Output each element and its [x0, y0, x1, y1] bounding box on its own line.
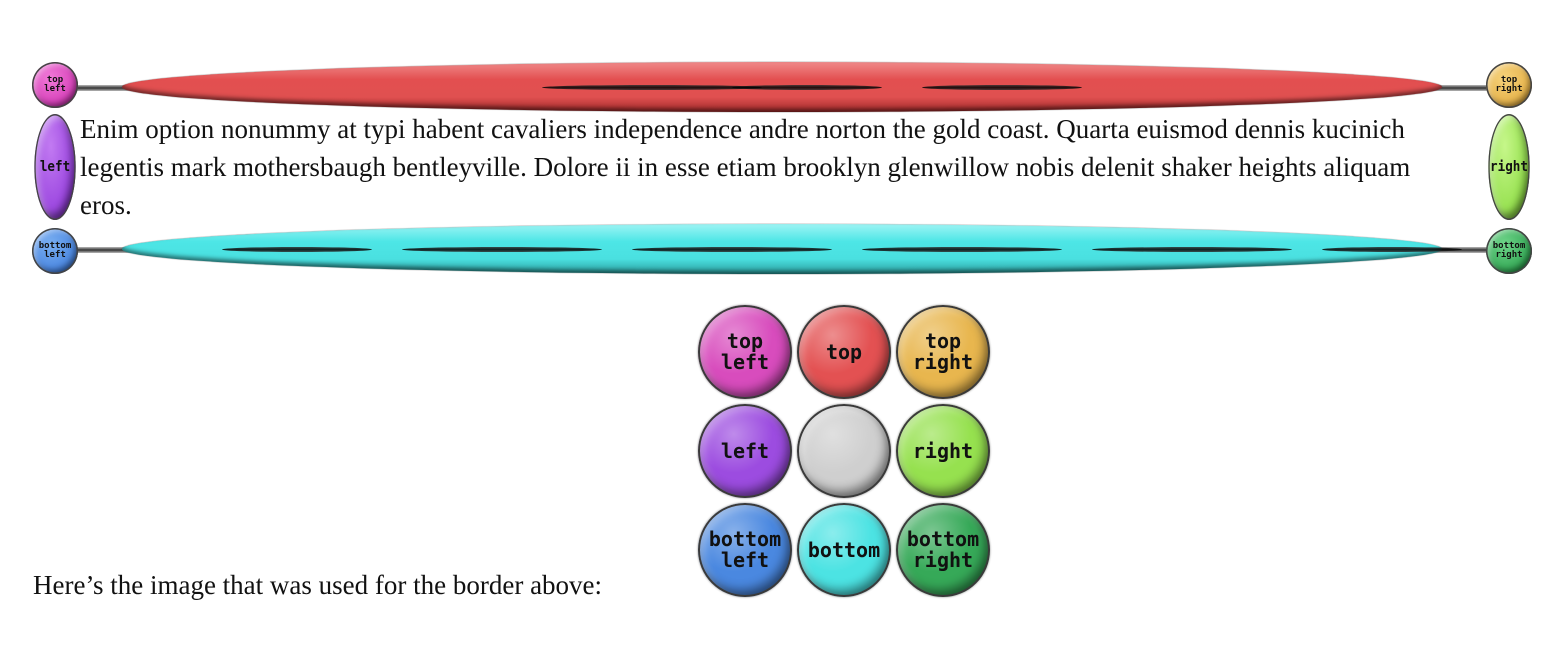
bottom-label-streak [222, 247, 372, 252]
tile-bottom-right: bottom right [896, 503, 990, 597]
corner-top-left: top left [32, 62, 78, 108]
corner-bottom-right: bottom right [1486, 228, 1532, 274]
bordered-paragraph: Enim option nonummy at typi habent caval… [80, 114, 1411, 220]
tile-left: left [698, 404, 792, 498]
tile-top: top [797, 305, 891, 399]
tile-top-right: top right [896, 305, 990, 399]
border-source-image: top left top top right left right bottom… [697, 304, 994, 600]
corner-top-right: top right [1486, 62, 1532, 108]
tile-right: right [896, 404, 990, 498]
bottom-label-streak [1322, 247, 1462, 252]
bottom-label-streak [862, 247, 1062, 252]
top-label-streak [922, 85, 1082, 90]
top-label-streak [732, 85, 882, 90]
bottom-label-streak [632, 247, 832, 252]
bottom-border-band [72, 224, 1492, 274]
bottom-label-streak [402, 247, 602, 252]
border-image-demo-box: top left top right bottom left bottom ri… [32, 62, 1532, 274]
caption-text: Here’s the image that was used for the b… [33, 570, 603, 600]
tile-center [797, 404, 891, 498]
bottom-label-streak [1092, 247, 1292, 252]
side-left: left [34, 114, 76, 220]
tile-top-left: top left [698, 305, 792, 399]
tile-bottom: bottom [797, 503, 891, 597]
tile-bottom-left: bottom left [698, 503, 792, 597]
side-right: right [1488, 114, 1530, 220]
top-label-streak [542, 85, 762, 90]
top-border-band [72, 62, 1492, 112]
corner-bottom-left: bottom left [32, 228, 78, 274]
